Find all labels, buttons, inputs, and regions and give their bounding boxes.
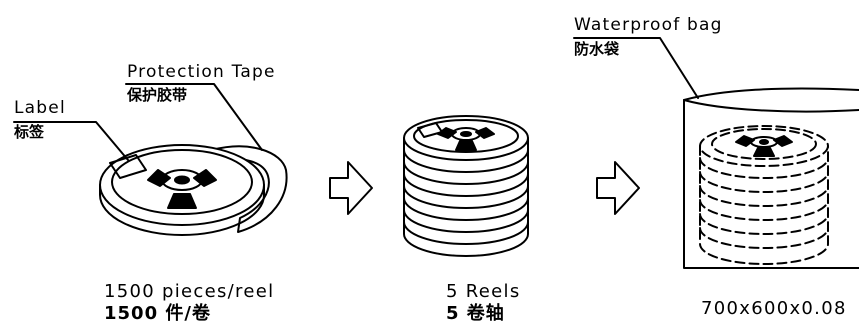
leader-protection-tape [125, 83, 263, 151]
waterproof-bag-label-zh: 防水袋 [574, 40, 620, 58]
reel-side [99, 184, 265, 236]
reel-top-flange [99, 144, 265, 226]
arrow-1 [329, 161, 373, 215]
reel-quantity-caption-zh: 1500 件/卷 [104, 303, 211, 324]
arrow-2 [596, 161, 640, 215]
label-label: Label [14, 98, 66, 118]
bag-size-caption: 700x600x0.08 [701, 298, 847, 319]
leader-label [13, 121, 129, 161]
single-reel [99, 144, 288, 236]
protection-tape-label-zh: 保护胶带 [127, 86, 188, 104]
protection-tape-label: Protection Tape [127, 62, 276, 82]
protection-tape [211, 145, 288, 233]
reel-quantity-caption: 1500 pieces/reel [104, 281, 275, 302]
waterproof-bag-label: Waterproof bag [574, 15, 723, 35]
reels-caption: 5 Reels [446, 281, 521, 302]
waterproof-bag [683, 87, 859, 269]
reel-stack [403, 115, 529, 257]
label-label-zh: 标签 [14, 123, 45, 141]
reels-caption-zh: 5 卷轴 [446, 303, 505, 324]
leader-waterproof-bag [573, 37, 699, 99]
